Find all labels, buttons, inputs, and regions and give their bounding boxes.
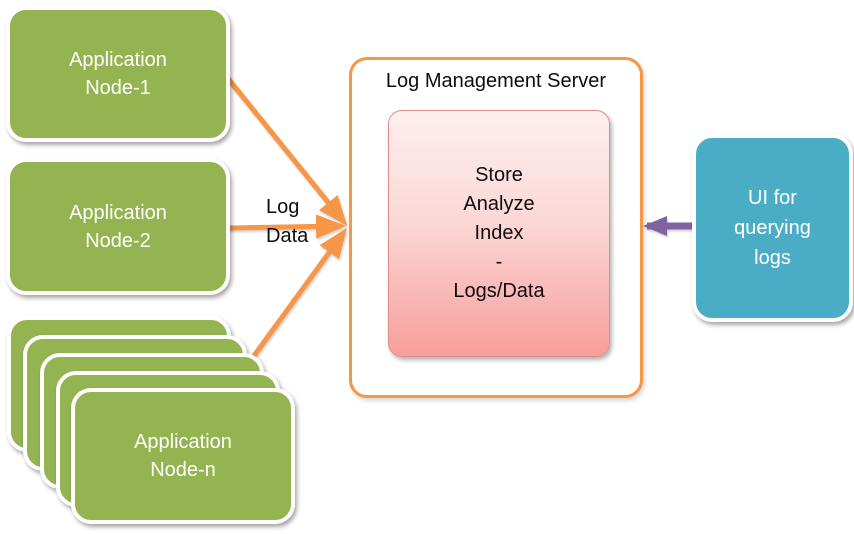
server-title: Log Management Server xyxy=(385,70,607,92)
app-node-2-label-line1: Application xyxy=(69,201,167,224)
app-node-1: Application Node-1 xyxy=(6,6,230,142)
index-line: Index xyxy=(474,222,524,244)
arrow-node1-to-server xyxy=(224,74,348,226)
app-node-n-label-line2: Node-n xyxy=(150,459,216,481)
log-management-server: Log Management Server Store Analyze Inde… xyxy=(349,57,643,398)
app-node-n: Application Node-n xyxy=(71,388,295,524)
log-data-label: Log Data xyxy=(266,193,308,251)
app-node-2-label-line2: Node-2 xyxy=(85,229,151,252)
app-node-1-label-line1: Application xyxy=(69,49,167,71)
dash-line: - xyxy=(495,251,503,273)
app-node-2: Application Node-2 xyxy=(6,158,230,295)
app-node-n-label-line1: Application xyxy=(134,431,232,453)
arrow-node2-to-server xyxy=(227,214,346,239)
arrow-nodestack-to-server xyxy=(245,227,347,366)
analyze-line: Analyze xyxy=(463,193,535,215)
ui-box-label-line1: UI for xyxy=(748,187,797,209)
logs-data-line: Logs/Data xyxy=(453,280,545,302)
ui-box-label-line2: querying xyxy=(734,217,811,239)
store-line: Store xyxy=(475,164,523,186)
ui-for-querying-logs: UI for querying logs xyxy=(692,134,853,322)
store-analyze-index-box: Store Analyze Index - Logs/Data xyxy=(388,110,610,357)
log-data-label-line1: Log xyxy=(266,196,300,218)
log-data-label-line2: Data xyxy=(266,225,309,247)
ui-box-label-line3: logs xyxy=(754,247,791,269)
app-node-1-label-line2: Node-1 xyxy=(85,77,151,99)
